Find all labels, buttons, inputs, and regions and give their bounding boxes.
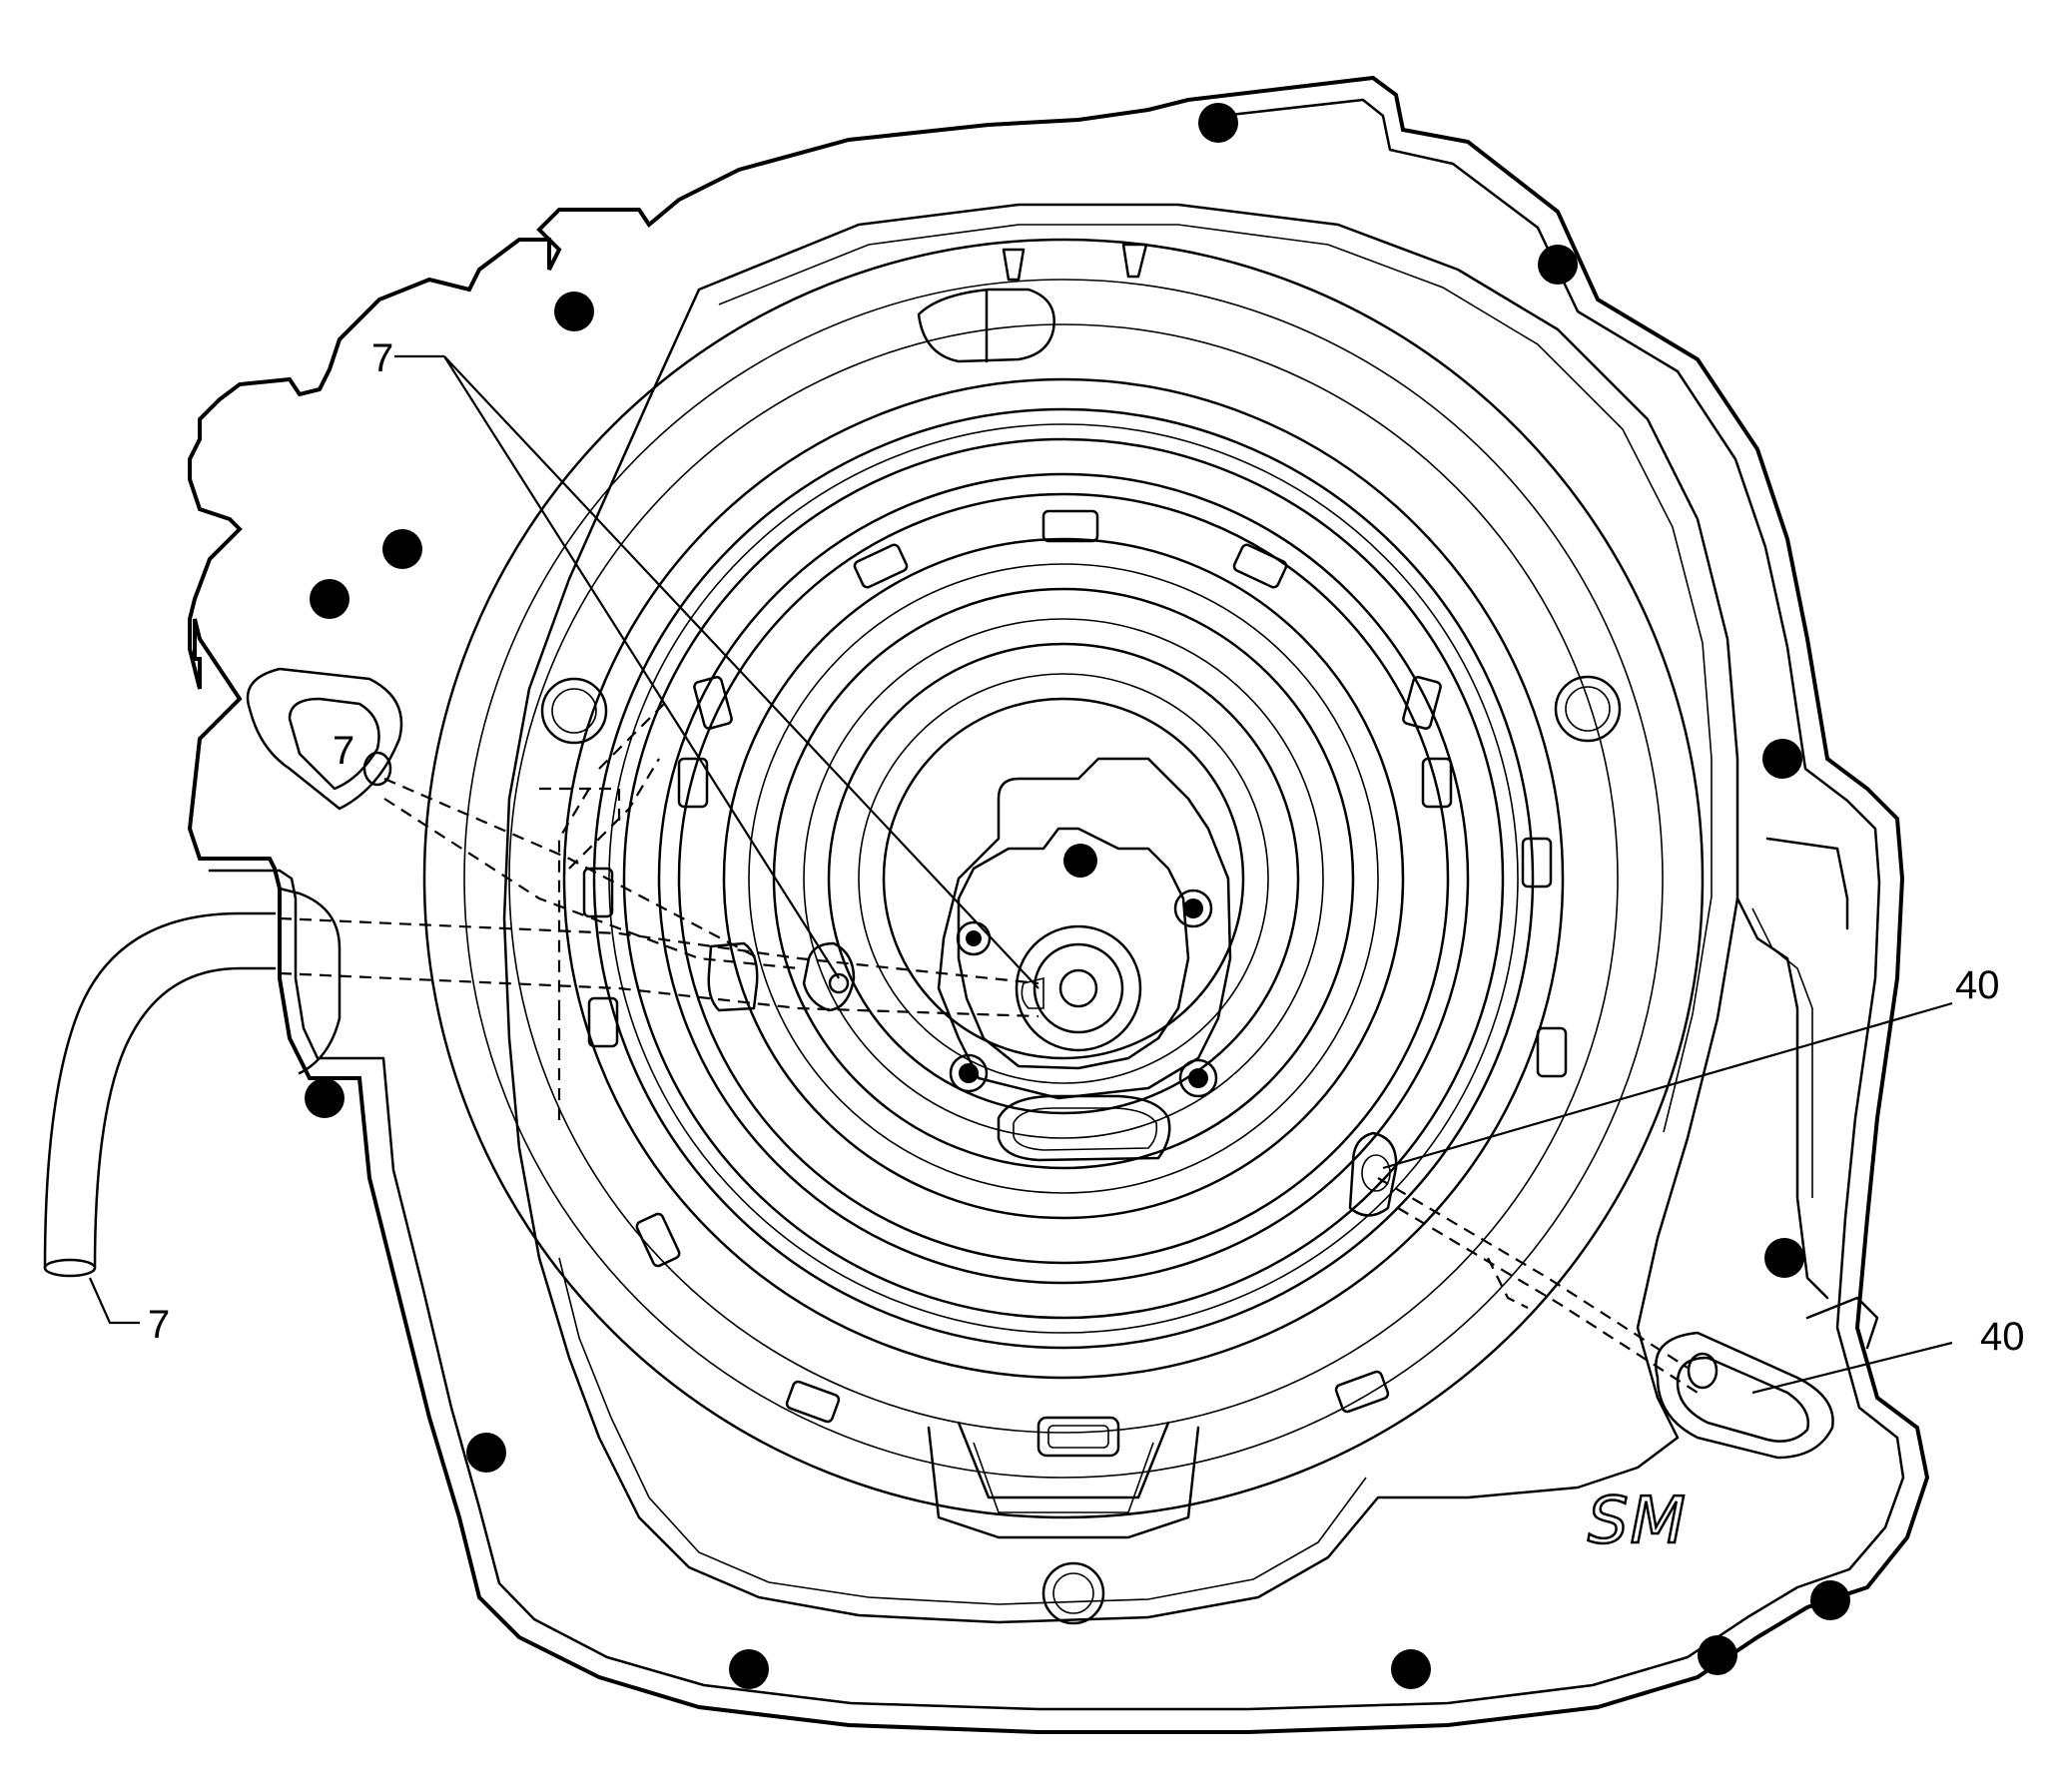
inner-port-7: [707, 941, 856, 1012]
center-hub: [937, 757, 1232, 1162]
right-port-boss: [1655, 1331, 1834, 1460]
callout-7-top: 7: [371, 336, 393, 380]
callout-7-port: 7: [333, 729, 354, 773]
ring-tabs: [582, 509, 1568, 1458]
right-channel: [1735, 837, 1879, 1350]
left-port-boss: [246, 667, 403, 811]
leader-lines: [88, 354, 1953, 1395]
locating-holes: [540, 675, 1622, 1625]
inner-flange-outline: [502, 203, 1739, 1624]
bottom-notch: [927, 1421, 1200, 1539]
callouts: 7 7 7 40 40: [148, 336, 2025, 1359]
oil-pipe: [43, 887, 342, 1278]
mounting-bolts: [305, 103, 1850, 1689]
inner-port-40: [1348, 1131, 1398, 1217]
bell-housing-rings: [422, 238, 1705, 1519]
housing-outline: [187, 75, 1930, 1734]
sm-logo: SM: [1588, 1485, 1688, 1558]
callout-40-upper: 40: [1955, 963, 2000, 1007]
top-alignment-marks: [917, 243, 1148, 363]
callout-7-pipe: 7: [148, 1303, 170, 1347]
callout-40-lower: 40: [1980, 1315, 2025, 1359]
hidden-passages: [279, 698, 1699, 1394]
